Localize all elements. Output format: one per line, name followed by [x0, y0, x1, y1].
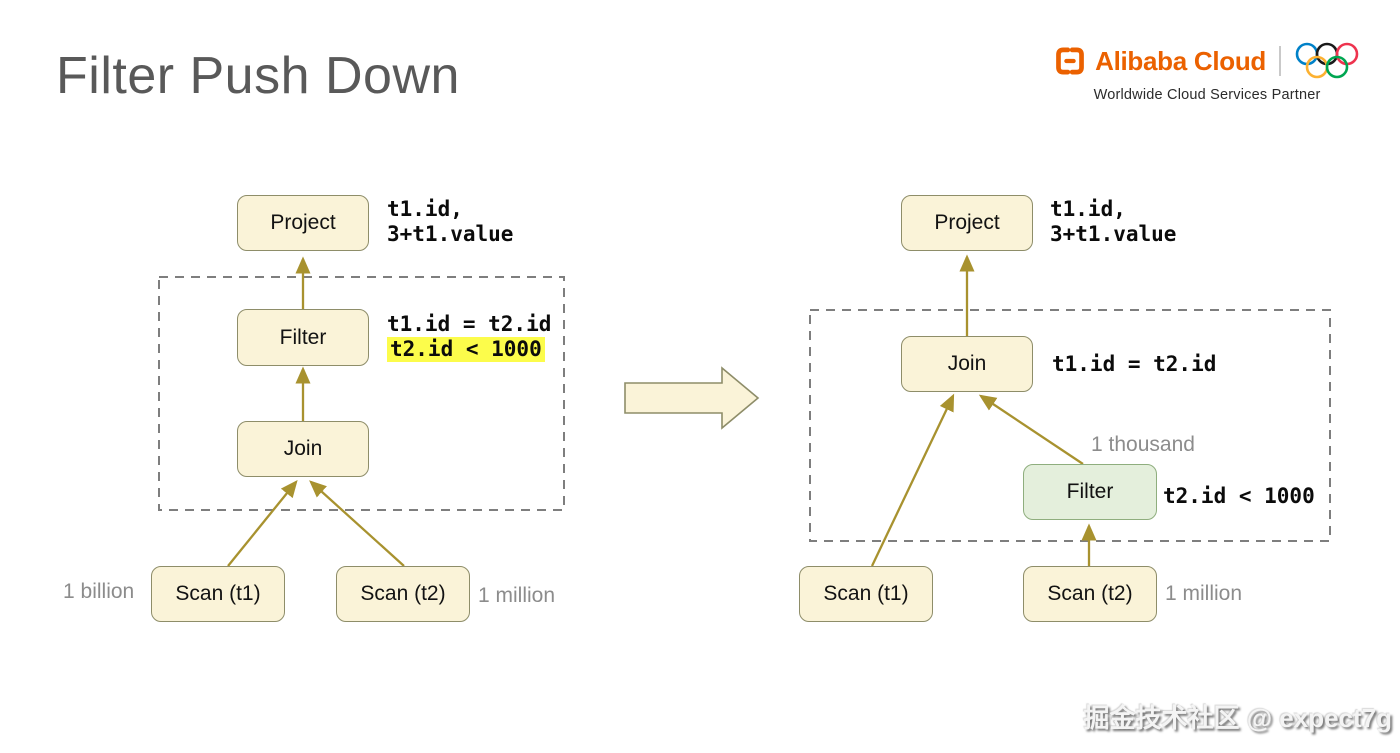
brand-name: Alibaba Cloud	[1095, 45, 1266, 76]
right-scan-t2-cardinality: 1 million	[1165, 582, 1243, 605]
logo-divider	[1279, 46, 1281, 76]
right-scan-t1-node: Scan (t1)	[799, 566, 933, 622]
alibaba-cloud-logo: Alibaba Cloud Worldwide Cloud Services P…	[1054, 40, 1360, 103]
right-join-node: Join	[901, 336, 1033, 392]
left-filter-label: Filter	[279, 325, 327, 349]
left-join-node: Join	[237, 421, 369, 477]
right-project-annotation: t1.id, 3+t1.value	[1050, 197, 1176, 247]
edge-left-scan-t2-to-join	[309, 480, 405, 567]
community-watermark: 掘金技术社区 @ expect7g	[1083, 703, 1392, 733]
right-project-node: Project	[901, 195, 1033, 251]
left-scan-t1-node: Scan (t1)	[151, 566, 285, 622]
right-scan-t2-node: Scan (t2)	[1023, 566, 1157, 622]
transform-arrow	[624, 366, 760, 430]
left-filter-annotation: t1.id = t2.id t2.id < 1000	[387, 312, 551, 362]
left-project-annotation: t1.id, 3+t1.value	[387, 197, 513, 247]
left-scan-t2-cardinality: 1 million	[478, 584, 556, 607]
edge-right-scan-t1-to-join	[870, 393, 955, 567]
right-scan-t2-label: Scan (t2)	[1047, 582, 1133, 605]
left-project-annotation-line2: 3+t1.value	[387, 222, 514, 246]
right-filter-label: Filter	[1066, 480, 1114, 503]
edge-left-scan-t1-to-join	[227, 479, 298, 567]
edge-right-filter-to-join	[978, 394, 1084, 465]
left-project-annotation-line1: t1.id,	[387, 197, 463, 221]
left-filter-annotation-highlight: t2.id < 1000	[387, 337, 545, 362]
left-scan-t2-label: Scan (t2)	[360, 582, 446, 605]
right-join-annotation: t1.id = t2.id	[1052, 352, 1217, 376]
right-filter-annotation: t2.id < 1000	[1163, 484, 1315, 508]
logo-tagline: Worldwide Cloud Services Partner	[1093, 87, 1321, 103]
alibaba-cloud-bracket-icon	[1056, 47, 1084, 75]
left-scan-t1-label: Scan (t1)	[175, 582, 261, 605]
olympic-rings-icon	[1295, 42, 1359, 79]
right-join-label: Join	[947, 352, 987, 375]
left-project-node: Project	[237, 195, 369, 251]
right-filter-node: Filter	[1023, 464, 1157, 520]
left-join-label: Join	[283, 437, 323, 460]
left-filter-node: Filter	[237, 309, 369, 366]
page-title: Filter Push Down	[56, 47, 460, 105]
right-project-label: Project	[934, 211, 1000, 234]
right-scan-t1-label: Scan (t1)	[823, 582, 909, 605]
left-project-label: Project	[270, 211, 336, 234]
left-scan-t2-node: Scan (t2)	[336, 566, 470, 622]
right-project-annotation-line1: t1.id,	[1050, 197, 1126, 221]
right-project-annotation-line2: 3+t1.value	[1050, 222, 1177, 246]
left-scan-t1-cardinality: 1 billion	[63, 580, 135, 603]
right-filter-cardinality: 1 thousand	[1091, 433, 1195, 456]
left-filter-annotation-line1: t1.id = t2.id	[387, 312, 552, 336]
